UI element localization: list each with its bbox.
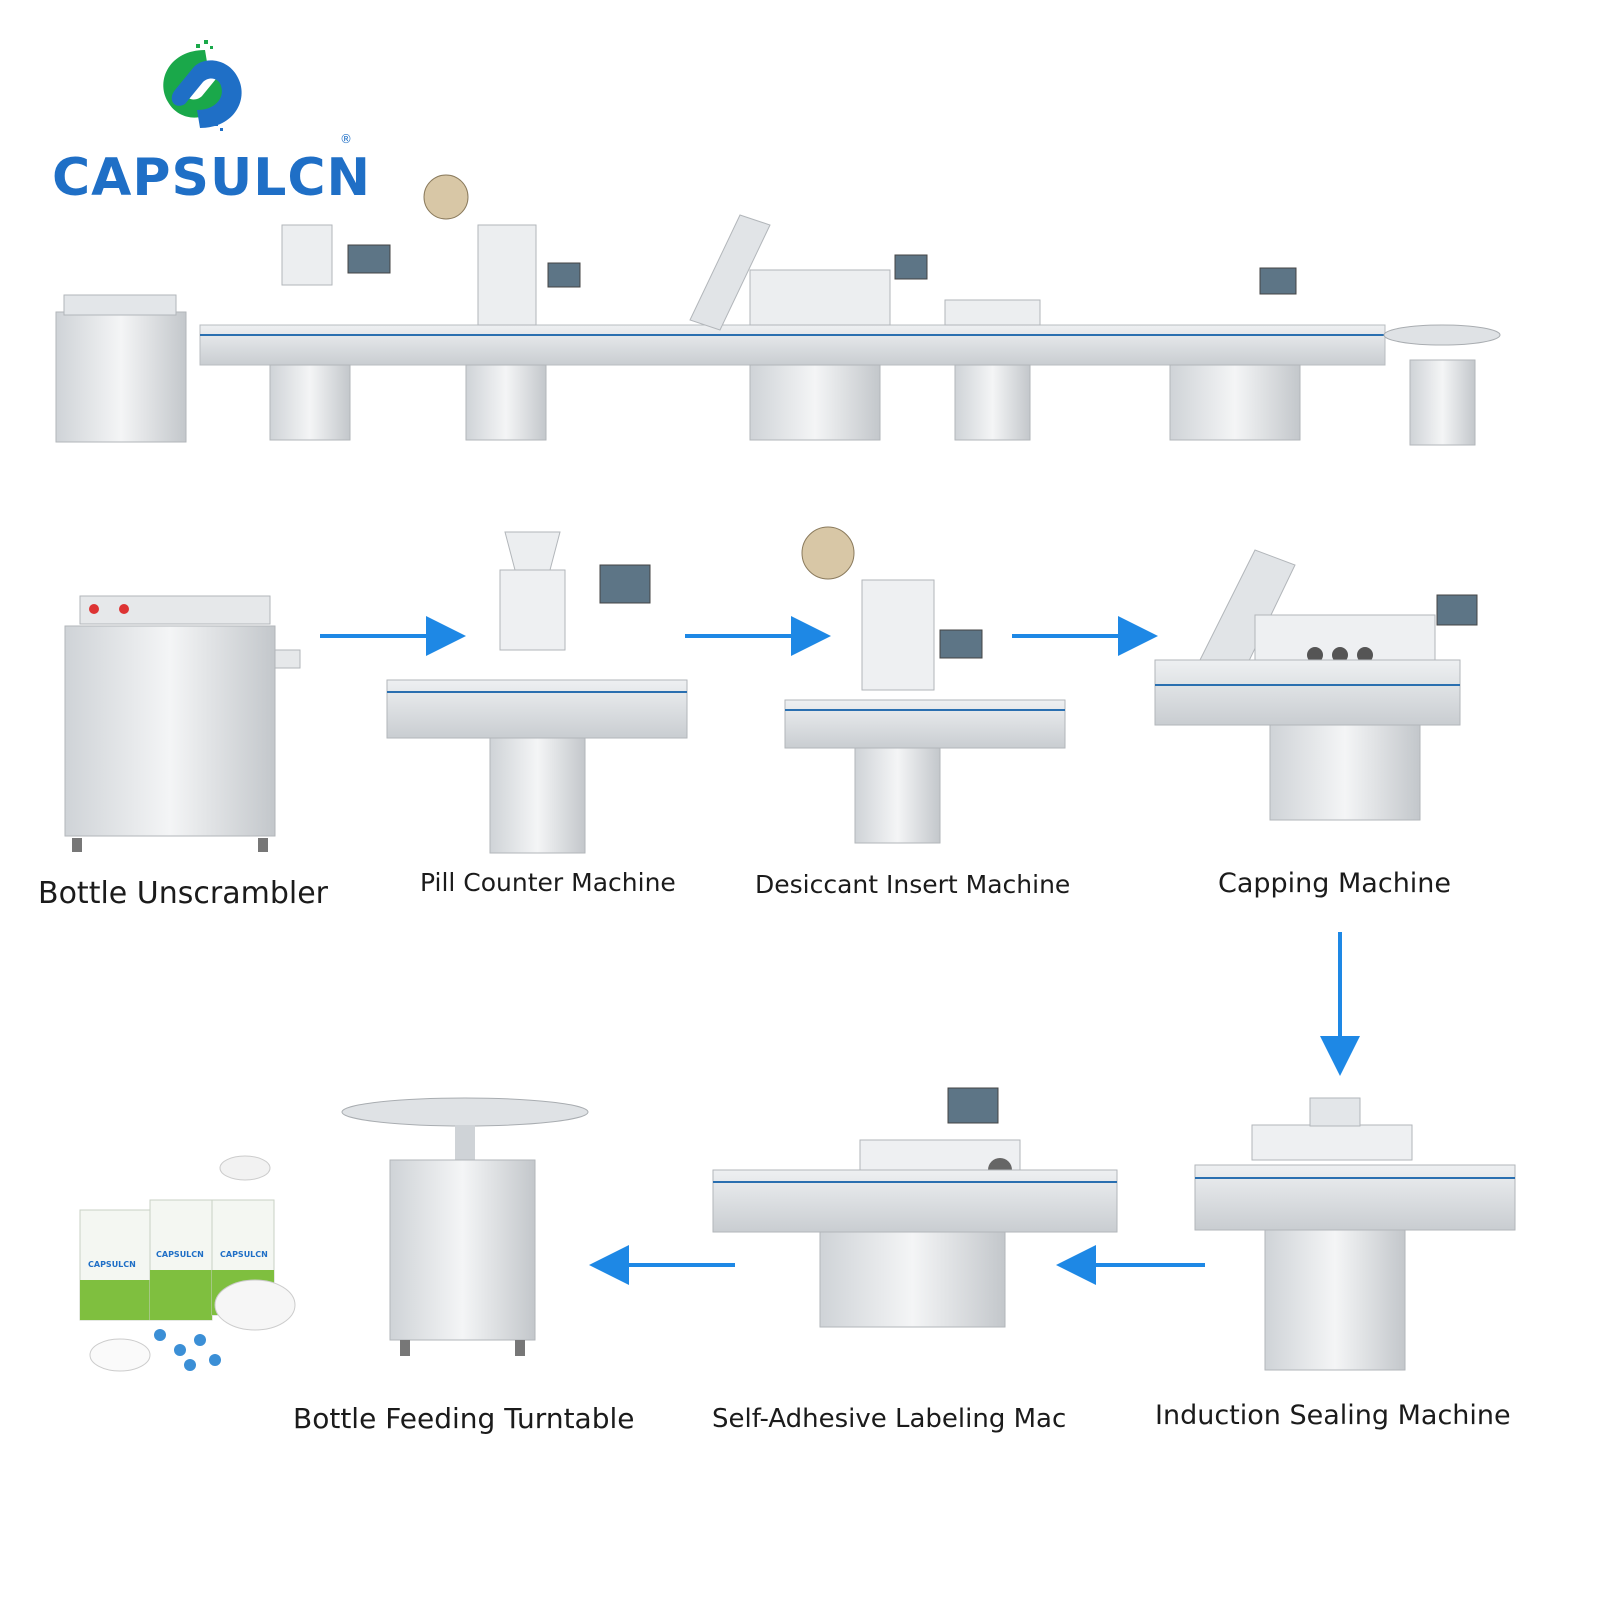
box-brand-print: CAPSULCN bbox=[156, 1250, 204, 1259]
box-brand-print: CAPSULCN bbox=[220, 1250, 268, 1259]
bottle-unscrambler-illustration bbox=[64, 595, 301, 852]
box-brand-print: CAPSULCN bbox=[88, 1260, 136, 1269]
turntable-illustration bbox=[341, 1097, 589, 1356]
full-line-illustration bbox=[55, 174, 1501, 446]
step-label-desiccant-insert: Desiccant Insert Machine bbox=[755, 870, 1071, 899]
product-boxes-illustration bbox=[79, 1155, 296, 1372]
desiccant-insert-illustration bbox=[784, 526, 1066, 844]
step-label-self-adhesive-labeling: Self-Adhesive Labeling Mac bbox=[712, 1404, 1067, 1434]
step-label-bottle-feeding-turntable: Bottle Feeding Turntable bbox=[293, 1402, 635, 1435]
induction-sealing-illustration bbox=[1194, 1097, 1516, 1371]
step-label-bottle-unscrambler: Bottle Unscrambler bbox=[38, 876, 328, 911]
step-label-pill-counter: Pill Counter Machine bbox=[420, 868, 676, 897]
labeling-illustration bbox=[712, 1087, 1118, 1328]
step-label-induction-sealing: Induction Sealing Machine bbox=[1155, 1400, 1511, 1431]
registered-mark: ® bbox=[340, 132, 352, 146]
pill-counter-illustration bbox=[386, 531, 688, 854]
capping-illustration bbox=[1154, 549, 1478, 821]
step-label-capping: Capping Machine bbox=[1218, 868, 1452, 899]
brand-name: CAPSULCN bbox=[52, 148, 372, 208]
